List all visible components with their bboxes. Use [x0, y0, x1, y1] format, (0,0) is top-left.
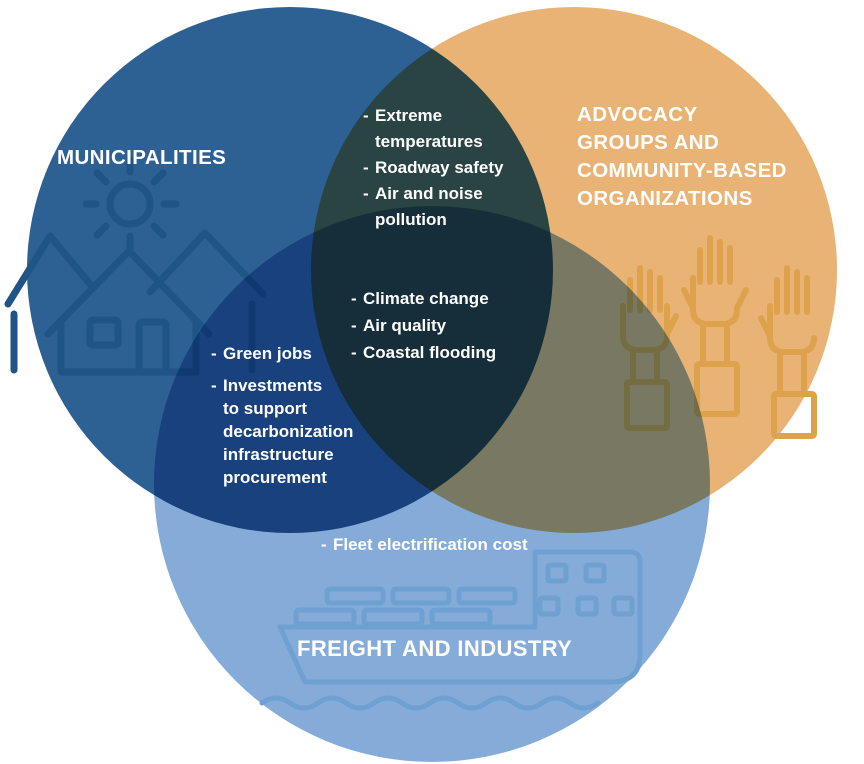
list-item-text: Green jobs — [223, 344, 312, 363]
list-item: - Air and noise pollution — [363, 181, 528, 233]
list-item: - Green jobs — [211, 342, 386, 365]
list-item: - Roadway safety — [363, 155, 528, 181]
list-item-text: Air and noise pollution — [375, 184, 483, 229]
list-item-text: Extreme temperatures — [375, 106, 483, 151]
list-item: - Investments to support decarbonization… — [211, 374, 386, 489]
bullet-dash: - — [363, 106, 369, 125]
freight-item-list: - Fleet electrification cost — [321, 533, 581, 557]
bullet-dash: - — [351, 343, 357, 362]
municipalities-label: MUNICIPALITIES — [57, 146, 227, 169]
list-item: - Extreme temperatures — [363, 103, 528, 155]
list-item-text: Investments to support decarbonization i… — [223, 376, 354, 487]
list-item-text: Climate change — [363, 289, 489, 308]
bullet-dash: - — [211, 344, 217, 363]
bullet-dash: - — [321, 535, 327, 554]
municipalities-advocacy-overlap-list: - Extreme temperatures - Roadway safety … — [363, 103, 528, 233]
bullet-dash: - — [363, 158, 369, 177]
municipalities-freight-overlap-list: - Green jobs - Investments to support de… — [211, 342, 386, 489]
list-item-text: Coastal flooding — [363, 343, 497, 362]
freight-circle-group — [154, 206, 710, 762]
list-item: - Coastal flooding — [351, 339, 536, 366]
list-item: - Fleet electrification cost — [321, 533, 581, 557]
list-item-text: Roadway safety — [375, 158, 504, 177]
list-item: - Air quality — [351, 312, 536, 339]
bullet-dash: - — [351, 316, 357, 335]
list-item-text: Fleet electrification cost — [333, 535, 528, 554]
freight-circle — [154, 206, 710, 762]
bullet-dash: - — [211, 376, 217, 395]
freight-label: FREIGHT AND INDUSTRY — [297, 636, 573, 661]
advocacy-label: ADVOCACY GROUPS AND COMMUNITY-BASED ORGA… — [577, 103, 787, 210]
list-item: - Climate change — [351, 285, 536, 312]
cargo-ship-and-waves-icon — [259, 549, 643, 711]
bullet-dash: - — [363, 184, 369, 203]
list-item-text: Air quality — [363, 316, 447, 335]
all-three-overlap-list: - Climate change - Air quality - Coastal… — [351, 285, 536, 366]
bullet-dash: - — [351, 289, 357, 308]
